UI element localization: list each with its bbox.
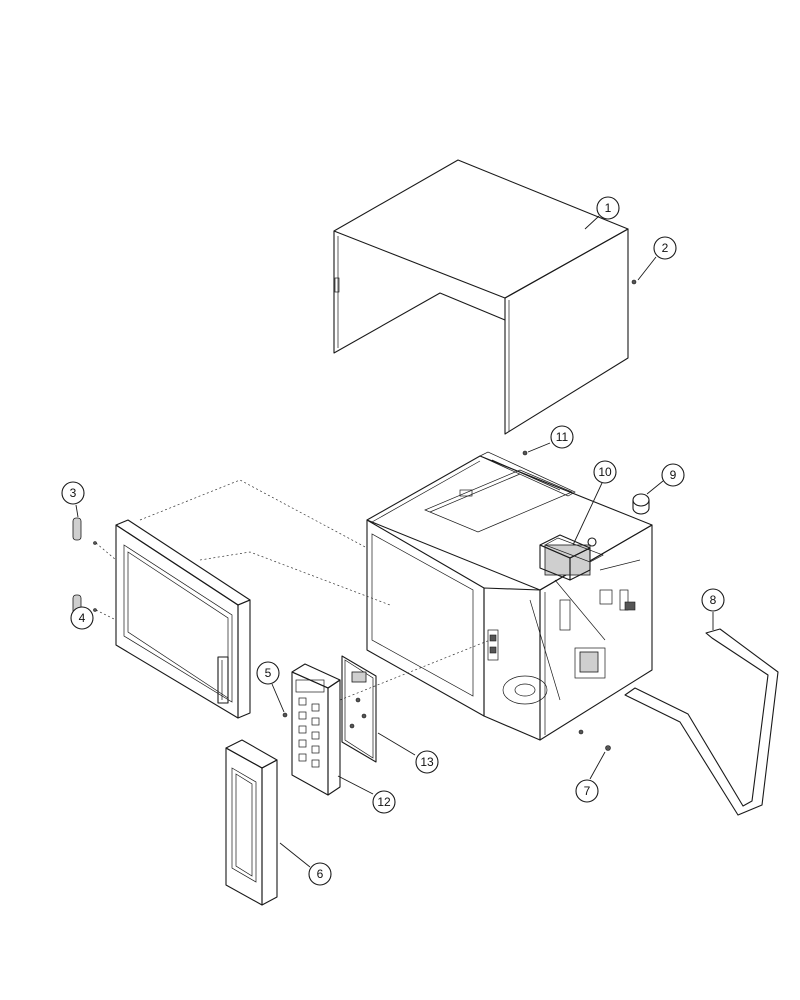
callout-label-3: 3: [70, 486, 77, 500]
callout-label-8: 8: [710, 593, 717, 607]
callout-label-12: 12: [377, 795, 391, 809]
callout-12: 12: [372, 790, 396, 814]
callout-label-6: 6: [317, 867, 324, 881]
screw-part-5: [282, 712, 288, 718]
knob: [632, 493, 650, 515]
callout-7: 7: [575, 779, 599, 803]
callout-10: 10: [593, 460, 617, 484]
callout-label-10: 10: [598, 465, 612, 479]
circuit-board: [341, 655, 377, 763]
door-seal: [624, 628, 779, 816]
door-trim-frame: [225, 739, 278, 906]
callout-label-7: 7: [584, 784, 591, 798]
callout-8: 8: [701, 588, 725, 612]
pin-upper: [72, 517, 82, 541]
callout-9: 9: [661, 463, 685, 487]
callout-13: 13: [415, 750, 439, 774]
control-panel: [291, 639, 491, 796]
bracket-part-10: [539, 534, 597, 581]
callout-2: 2: [653, 236, 677, 260]
screw-part-2: [631, 279, 637, 285]
callout-6: 6: [308, 862, 332, 886]
door-assembly: [95, 479, 391, 719]
screw-pin-4: [93, 608, 97, 612]
screw-pin-3: [93, 541, 97, 545]
callout-5: 5: [256, 661, 280, 685]
outer-cabinet-wrapper: [333, 159, 629, 435]
callout-label-11: 11: [556, 430, 569, 444]
callout-4: 4: [70, 606, 94, 630]
callout-label-13: 13: [420, 755, 434, 769]
leader-lines: [75, 215, 714, 868]
oven-chassis: [366, 451, 653, 741]
callout-label-9: 9: [670, 468, 677, 482]
callout-11: 11: [550, 425, 574, 449]
callout-3: 3: [61, 481, 85, 505]
callout-label-5: 5: [265, 666, 272, 680]
screw-side: [578, 729, 584, 735]
callout-label-4: 4: [79, 611, 86, 625]
callout-1: 1: [596, 196, 620, 220]
keypad-buttons: [298, 697, 320, 768]
screw-part-7: [605, 745, 611, 751]
screw-part-11: [522, 450, 528, 456]
callout-label-2: 2: [662, 241, 669, 255]
callout-label-1: 1: [605, 201, 612, 215]
